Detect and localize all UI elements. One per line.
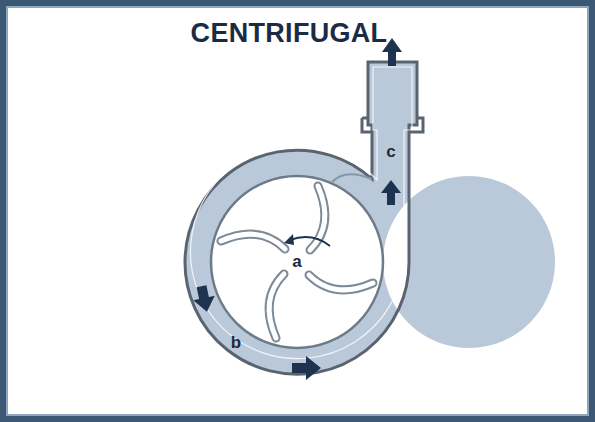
- rotation-arrowhead: [284, 234, 294, 245]
- flange: [409, 118, 423, 132]
- part-letter: a: [290, 252, 303, 272]
- impeller-vanes: [221, 186, 373, 338]
- flow-arrow: [191, 284, 218, 314]
- cutwater: [332, 174, 372, 182]
- impeller-chamber: [211, 176, 383, 348]
- flow-arrow: [381, 180, 401, 205]
- flange: [362, 118, 372, 132]
- part-letter: c: [384, 142, 397, 162]
- diagram-title: CENTRIFUGAL: [191, 18, 388, 49]
- rotation-arrow: [290, 237, 330, 246]
- flow-arrow: [292, 356, 321, 380]
- volute-casing: [185, 62, 417, 374]
- part-letter: b: [229, 333, 243, 353]
- casing-highlight: [191, 67, 412, 359]
- fluid-fill: [185, 62, 555, 374]
